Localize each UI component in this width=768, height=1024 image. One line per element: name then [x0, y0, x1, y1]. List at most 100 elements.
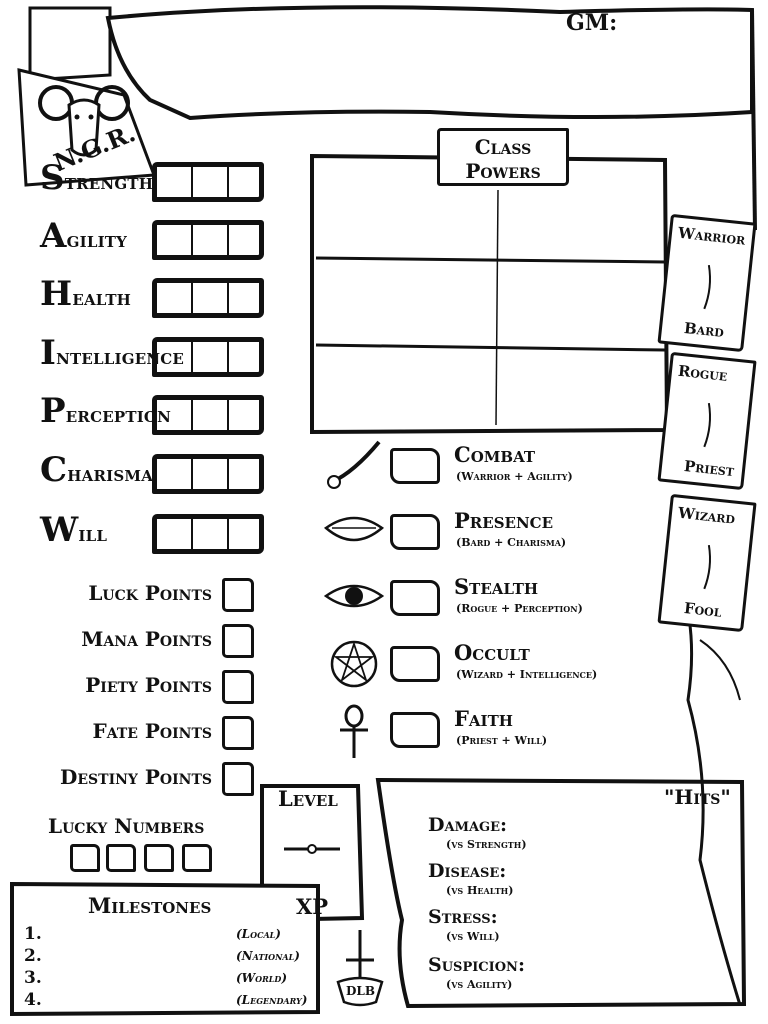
- class-power-cell-2[interactable]: [500, 195, 660, 255]
- skill-box-2[interactable]: [390, 580, 440, 616]
- class-power-cell-4[interactable]: [500, 265, 660, 343]
- attribute-rest: ERCEPTION: [65, 408, 172, 426]
- sword-icon: [327, 440, 381, 489]
- milestone-field-2[interactable]: [50, 970, 230, 988]
- class-powers-banner: Class Powers: [437, 128, 569, 186]
- skill-sub-4: (Priest + Will): [456, 734, 548, 747]
- points-box-4[interactable]: [222, 762, 254, 796]
- class-power-cell-5[interactable]: [320, 353, 495, 427]
- skill-box-1[interactable]: [390, 514, 440, 550]
- hits-field-2[interactable]: [560, 906, 730, 942]
- skill-name-1: Presence: [454, 508, 554, 533]
- class-divider-icon: [703, 264, 711, 310]
- character-name-field[interactable]: [150, 35, 710, 95]
- points-label-0: Luck Points: [88, 581, 212, 605]
- attribute-score-box-0[interactable]: [152, 162, 264, 202]
- hits-label-3: Suspicion:: [428, 954, 525, 976]
- lucky-number-box-1[interactable]: [70, 844, 100, 872]
- class-name-bottom: Priest: [683, 456, 735, 481]
- attribute-label-6: WILL: [40, 510, 107, 550]
- pentagram-icon: [330, 640, 378, 688]
- level-field[interactable]: [270, 815, 354, 885]
- hits-field-3[interactable]: [560, 954, 730, 990]
- class-scroll-0[interactable]: Warrior Bard: [657, 213, 757, 353]
- points-label-3: Fate Points: [92, 719, 212, 743]
- milestone-num-3: 4.: [24, 990, 42, 1010]
- attribute-label-1: AGILITY: [40, 216, 127, 256]
- skill-sub-3: (Wizard + Intelligence): [456, 668, 598, 681]
- class-scroll-1[interactable]: Rogue Priest: [657, 351, 757, 491]
- milestone-field-1[interactable]: [50, 948, 230, 966]
- class-scroll-2[interactable]: Wizard Fool: [657, 493, 757, 633]
- hits-field-0[interactable]: [560, 814, 730, 850]
- milestone-field-0[interactable]: [50, 926, 230, 944]
- class-name-top: Rogue: [677, 361, 729, 385]
- attribute-rest: EALTH: [72, 291, 132, 309]
- attribute-label-2: HEALTH: [40, 274, 131, 314]
- attribute-rest: ILL: [78, 527, 108, 545]
- attribute-label-3: INTELLIGENCE: [40, 333, 184, 373]
- class-name-bottom: Bard: [683, 318, 725, 341]
- attribute-initial: P: [40, 391, 66, 431]
- gm-field[interactable]: [620, 14, 740, 36]
- hits-field-1[interactable]: [560, 860, 730, 896]
- class-power-cell-1[interactable]: [320, 195, 495, 255]
- points-label-4: Destiny Points: [60, 765, 212, 789]
- milestone-num-0: 1.: [24, 924, 42, 944]
- lucky-number-box-2[interactable]: [106, 844, 136, 872]
- lucky-numbers-label: Lucky Numbers: [48, 814, 205, 838]
- class-power-cell-6[interactable]: [500, 353, 660, 427]
- milestone-field-3[interactable]: [50, 992, 230, 1010]
- points-label-1: Mana Points: [81, 627, 212, 651]
- mouth-icon: [323, 516, 385, 542]
- lucky-number-box-3[interactable]: [144, 844, 174, 872]
- attribute-initial: W: [40, 510, 79, 550]
- attribute-rest: HARISMA: [67, 467, 154, 485]
- skill-box-4[interactable]: [390, 712, 440, 748]
- lucky-number-box-4[interactable]: [182, 844, 212, 872]
- attribute-label-4: PERCEPTION: [40, 391, 171, 431]
- attribute-initial: C: [40, 450, 68, 490]
- milestone-num-2: 3.: [24, 968, 42, 988]
- ngr-logo: N.G.R.: [14, 55, 164, 190]
- class-powers-title-1: Class: [474, 135, 532, 159]
- attribute-initial: S: [40, 158, 65, 198]
- ram-head-icon: [17, 68, 157, 187]
- attribute-rest: NTELLIGENCE: [56, 350, 185, 368]
- attribute-rest: GILITY: [66, 233, 128, 251]
- points-box-1[interactable]: [222, 624, 254, 658]
- points-box-2[interactable]: [222, 670, 254, 704]
- milestone-scope-2: (World): [236, 971, 288, 985]
- class-name-top: Wizard: [677, 503, 736, 528]
- skill-name-0: Combat: [454, 442, 536, 467]
- skill-name-3: Occult: [454, 640, 530, 665]
- skill-sub-0: (Warrior + Agility): [456, 470, 573, 483]
- class-name-bottom: Fool: [683, 598, 723, 621]
- attribute-score-box-2[interactable]: [152, 278, 264, 318]
- dlb-emblem: DLB: [330, 930, 390, 1010]
- hits-sub-2: (vs Will): [446, 930, 500, 943]
- attribute-score-box-6[interactable]: [152, 514, 264, 554]
- points-box-3[interactable]: [222, 716, 254, 750]
- attribute-score-box-4[interactable]: [152, 395, 264, 435]
- dagger-icon: [336, 930, 384, 1007]
- attribute-initial: A: [40, 216, 67, 256]
- milestone-num-1: 2.: [24, 946, 42, 966]
- skill-sub-2: (Rogue + Perception): [456, 602, 583, 615]
- hits-label-0: Damage:: [428, 814, 508, 836]
- skill-box-0[interactable]: [390, 448, 440, 484]
- attribute-score-box-1[interactable]: [152, 220, 264, 260]
- hits-label-2: Stress:: [428, 906, 498, 928]
- class-divider-icon: [703, 402, 711, 448]
- class-power-cell-3[interactable]: [320, 265, 495, 343]
- skill-sub-1: (Bard + Charisma): [456, 536, 567, 549]
- class-divider-icon: [703, 544, 711, 590]
- attribute-initial: H: [40, 274, 73, 314]
- skill-box-3[interactable]: [390, 646, 440, 682]
- attribute-score-box-3[interactable]: [152, 337, 264, 377]
- points-box-0[interactable]: [222, 578, 254, 612]
- eye-icon: [323, 584, 385, 608]
- attribute-score-box-5[interactable]: [152, 454, 264, 494]
- points-label-2: Piety Points: [85, 673, 212, 697]
- skill-name-4: Faith: [454, 706, 513, 731]
